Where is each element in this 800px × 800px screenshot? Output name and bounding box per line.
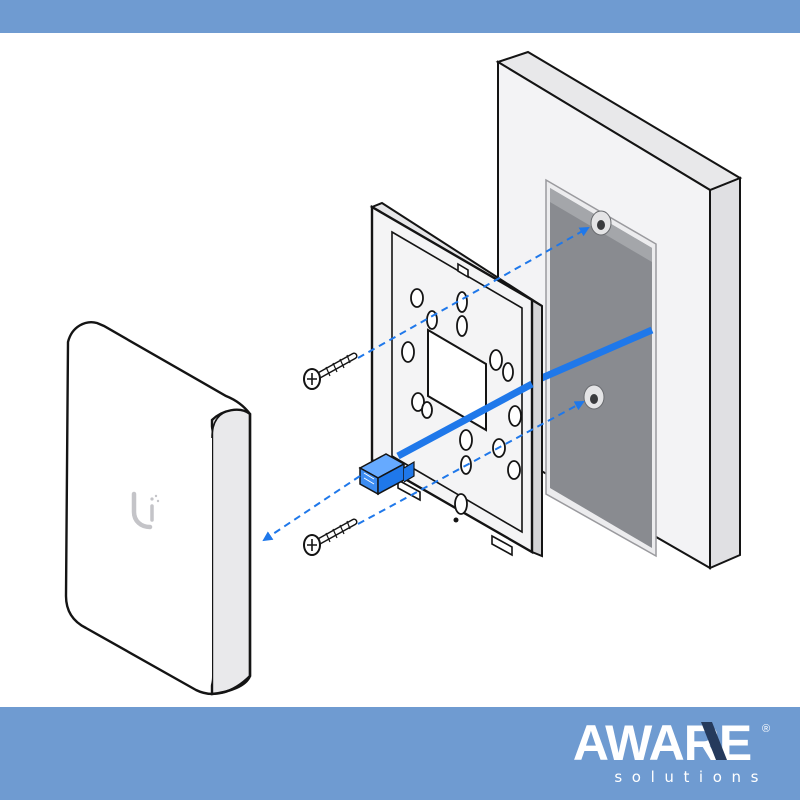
bottom-band <box>0 707 800 800</box>
device-edge-bevel <box>211 409 233 439</box>
arrow-lower-screw-to-wall <box>357 401 585 525</box>
arrow-connector-to-device <box>262 475 361 542</box>
device-front-face <box>66 325 212 692</box>
bracket-mounting-slots <box>401 288 522 515</box>
backbox-interior <box>550 188 652 548</box>
brand-tagline: solutions <box>614 768 768 786</box>
bracket-pin-hole <box>453 517 459 523</box>
brand-logo-accent <box>701 722 727 760</box>
brand-logo: AWARE ® <box>573 718 770 766</box>
cable-through-bracket <box>396 380 534 460</box>
device-outline <box>64 321 252 696</box>
device-side-face <box>210 408 252 696</box>
cable-from-wall <box>526 326 654 388</box>
bracket-side-face <box>531 298 543 558</box>
backbox-top-screw-hole <box>590 210 612 236</box>
wall-side-face <box>709 176 741 570</box>
brand-logo-block: AWARE ® solutions <box>562 718 772 794</box>
lower-screw-icon <box>303 518 358 556</box>
access-point-device <box>64 321 252 696</box>
brand-registered-mark: ® <box>762 723 770 735</box>
ubiquiti-u-logo-icon <box>131 491 160 530</box>
upper-screw-icon <box>303 352 358 390</box>
backbox-bottom-screw-hole <box>583 384 605 410</box>
bracket-clips <box>397 262 513 557</box>
assembly-arrows <box>262 227 590 542</box>
wall-box <box>495 50 743 570</box>
bracket-center-opening <box>427 328 487 432</box>
rj45-connector-icon <box>358 453 415 496</box>
arrow-upper-screw-to-wall <box>357 227 590 359</box>
top-band <box>0 0 800 33</box>
bracket-inner-rim <box>391 230 523 534</box>
mounting-bracket <box>369 201 543 558</box>
